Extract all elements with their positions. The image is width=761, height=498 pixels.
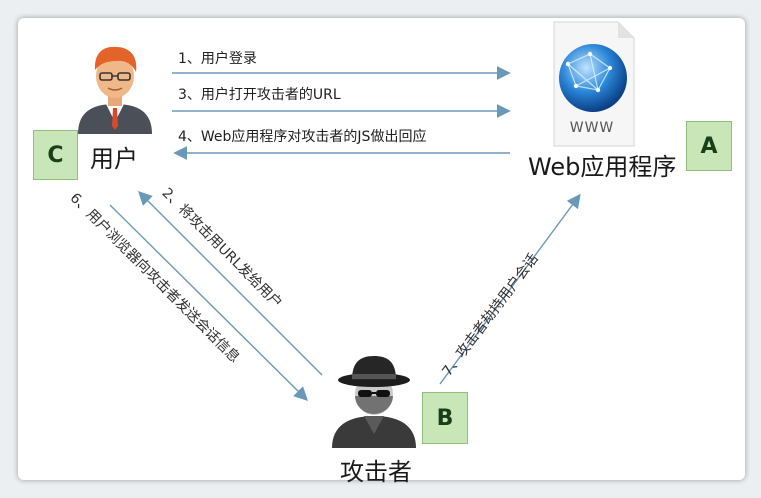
www-globe-icon (553, 21, 635, 147)
www-text: WWW (569, 120, 615, 136)
attacker-label: 攻击者 (340, 458, 412, 486)
webapp-label: Web应用程序 (528, 153, 677, 181)
user-badge-letter: C (47, 142, 64, 168)
attacker-badge: B (422, 392, 468, 444)
attacker-badge-letter: B (436, 405, 454, 431)
user-badge: C (33, 130, 78, 180)
arrow-step6 (109, 204, 308, 401)
attacker-avatar-icon (332, 356, 416, 448)
webapp-badge: A (686, 121, 732, 171)
webapp-badge-letter: A (700, 133, 718, 159)
step1-label: 1、用户登录 (178, 51, 257, 67)
step3-label: 3、用户打开攻击者的URL (178, 87, 341, 103)
user-label: 用户 (90, 145, 138, 173)
step4-label: 4、Web应用程序对攻击者的JS做出回应 (178, 129, 427, 145)
arrow-step7 (439, 193, 581, 385)
user-avatar-icon (78, 46, 152, 134)
arrow-step2 (138, 191, 323, 376)
